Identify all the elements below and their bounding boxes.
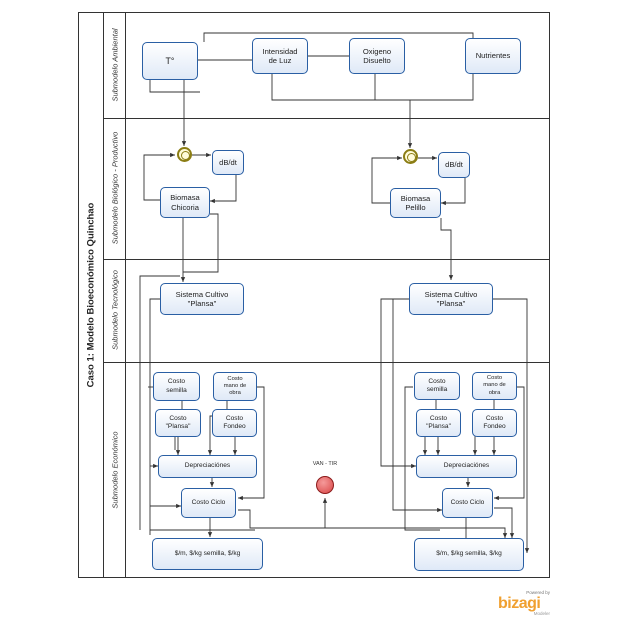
brand-subtitle: Modeler bbox=[533, 611, 550, 616]
task-costo-ciclo-right[interactable]: Costo Ciclo bbox=[442, 488, 493, 518]
task-costo-semilla-left[interactable]: Costo semilla bbox=[153, 372, 200, 401]
task-biomasa-chicoria[interactable]: Biomasa Chicoria bbox=[160, 187, 210, 218]
lane-separator bbox=[104, 259, 550, 260]
flow-line bbox=[440, 218, 454, 280]
task-temperatura[interactable]: T° bbox=[142, 42, 198, 80]
flow-line bbox=[441, 178, 466, 206]
lane-header-biologico: Submodelo Biológico - Productivo bbox=[104, 118, 126, 259]
brand-powered-by: Powered by bbox=[526, 590, 550, 595]
flow-line bbox=[493, 298, 530, 553]
task-biomasa-pelillo[interactable]: Biomasa Pelillo bbox=[390, 188, 441, 218]
lane-header-ambiental: Submodelo Ambiental bbox=[104, 12, 126, 118]
pool-header: Caso 1: Modelo Bioeconómico Quinchao bbox=[78, 12, 104, 578]
pool-frame bbox=[78, 12, 550, 578]
flow-line bbox=[238, 386, 265, 501]
lane-separator bbox=[104, 362, 550, 363]
task-rate-chicoria[interactable]: dB/dt bbox=[212, 150, 244, 175]
flow-line bbox=[271, 72, 474, 101]
flow-line bbox=[183, 213, 219, 273]
gateway-right[interactable] bbox=[403, 149, 418, 164]
task-depreciaciones-right[interactable]: Depreciaciónes bbox=[416, 455, 517, 478]
task-costo-plansa-right[interactable]: Costo "Plansa" bbox=[416, 409, 461, 437]
task-costo-mano-obra-left[interactable]: Costo mano de obra bbox=[213, 372, 257, 401]
end-event-label: VAN - TIR bbox=[312, 461, 338, 467]
flow-line bbox=[380, 298, 416, 469]
task-costo-semilla-right[interactable]: Costo semilla bbox=[414, 372, 460, 400]
brand-logo-text: bizagi bbox=[498, 595, 541, 612]
flow-line bbox=[238, 509, 508, 538]
task-rate-pelillo[interactable]: dB/dt bbox=[438, 152, 470, 178]
brand-watermark: Powered by bizagi Modeler bbox=[498, 590, 550, 616]
task-costo-fondeo-left[interactable]: Costo Fondeo bbox=[212, 409, 257, 437]
flow-line bbox=[143, 152, 175, 201]
gateway-left[interactable] bbox=[177, 147, 192, 162]
flow-line bbox=[494, 386, 525, 501]
flow-line bbox=[404, 386, 440, 531]
task-costo-ciclo-left[interactable]: Costo Ciclo bbox=[181, 488, 236, 518]
lane-header-economico: Submodelo Económico bbox=[104, 362, 126, 578]
flow-line bbox=[139, 275, 180, 530]
flow-line bbox=[203, 32, 474, 42]
lane-header-tecnologico: Submodelo Tecnológico bbox=[104, 259, 126, 362]
task-nutrientes[interactable]: Nutrientes bbox=[465, 38, 521, 74]
task-sistema-cultivo-right[interactable]: Sistema Cultivo "Plansa" bbox=[409, 283, 493, 315]
task-resultado-right[interactable]: $/m, $/kg semilla, $/kg bbox=[414, 538, 524, 571]
flow-line bbox=[149, 298, 160, 535]
flow-line bbox=[494, 507, 515, 538]
task-depreciaciones-left[interactable]: Depreciaciónes bbox=[158, 455, 257, 478]
flow-line bbox=[371, 155, 402, 204]
flow-line bbox=[210, 175, 237, 204]
flow-line bbox=[149, 80, 200, 93]
flow-line bbox=[392, 299, 442, 513]
task-costo-mano-obra-right[interactable]: Costo mano de obra bbox=[472, 372, 517, 400]
task-resultado-left[interactable]: $/m, $/kg semilla, $/kg bbox=[152, 538, 263, 570]
task-sistema-cultivo-left[interactable]: Sistema Cultivo "Plansa" bbox=[160, 283, 244, 315]
task-costo-fondeo-right[interactable]: Costo Fondeo bbox=[472, 409, 517, 437]
task-costo-plansa-left[interactable]: Costo "Plansa" bbox=[155, 409, 201, 437]
lane-separator bbox=[104, 118, 550, 119]
end-event[interactable] bbox=[316, 476, 334, 494]
task-intensidad-luz[interactable]: Intensidad de Luz bbox=[252, 38, 308, 74]
task-oxigeno-disuelto[interactable]: Oxigeno Disuelto bbox=[349, 38, 405, 74]
